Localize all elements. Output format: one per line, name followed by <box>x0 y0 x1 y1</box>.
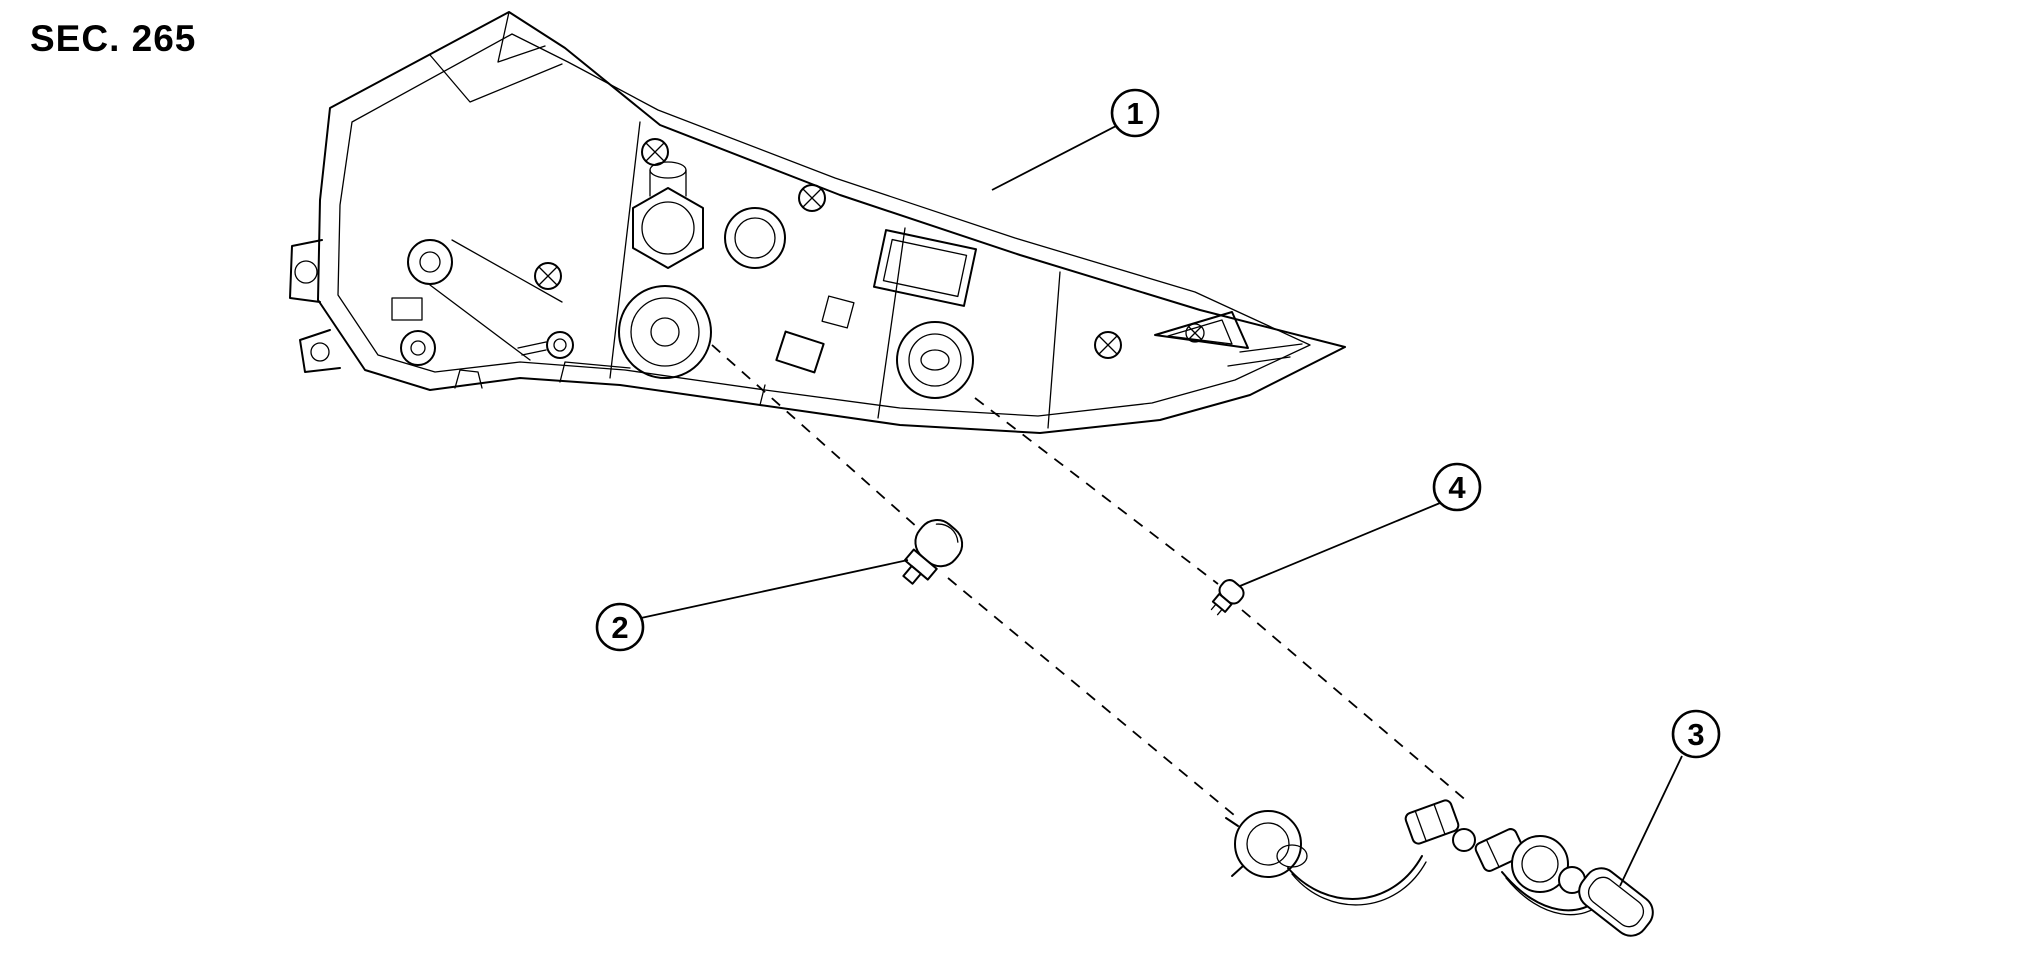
callout-2: 2 <box>595 602 645 652</box>
callout-3: 3 <box>1671 709 1721 759</box>
bulb-part-drawing <box>902 519 964 585</box>
callout-2-label: 2 <box>611 610 628 645</box>
callout-3-circle <box>1671 709 1721 759</box>
callout-4: 4 <box>1432 462 1482 512</box>
screw-icon <box>798 184 826 212</box>
screw-icon <box>534 262 562 290</box>
screw-icon <box>641 138 669 166</box>
callout-1-leader <box>991 125 1117 191</box>
callout-2-leader <box>640 559 909 619</box>
tail-lamp-assembly-drawing <box>289 11 1346 434</box>
harness-part-drawing <box>1225 799 1654 937</box>
clip-part-drawing <box>1210 579 1245 616</box>
callout-3-label: 3 <box>1687 717 1704 752</box>
section-title: SEC. 265 <box>30 18 197 59</box>
callout-1: 1 <box>1110 88 1160 138</box>
callout-3-leader <box>1619 755 1683 887</box>
assembly-dashed-lines <box>711 344 1469 821</box>
callout-4-circle <box>1432 462 1482 512</box>
callout-1-circle <box>1110 88 1160 138</box>
screw-icon <box>1094 331 1122 359</box>
callout-2-circle <box>595 602 645 652</box>
callout-4-leader <box>1239 502 1441 587</box>
callout-1-label: 1 <box>1126 96 1143 131</box>
callout-4-label: 4 <box>1448 470 1466 505</box>
